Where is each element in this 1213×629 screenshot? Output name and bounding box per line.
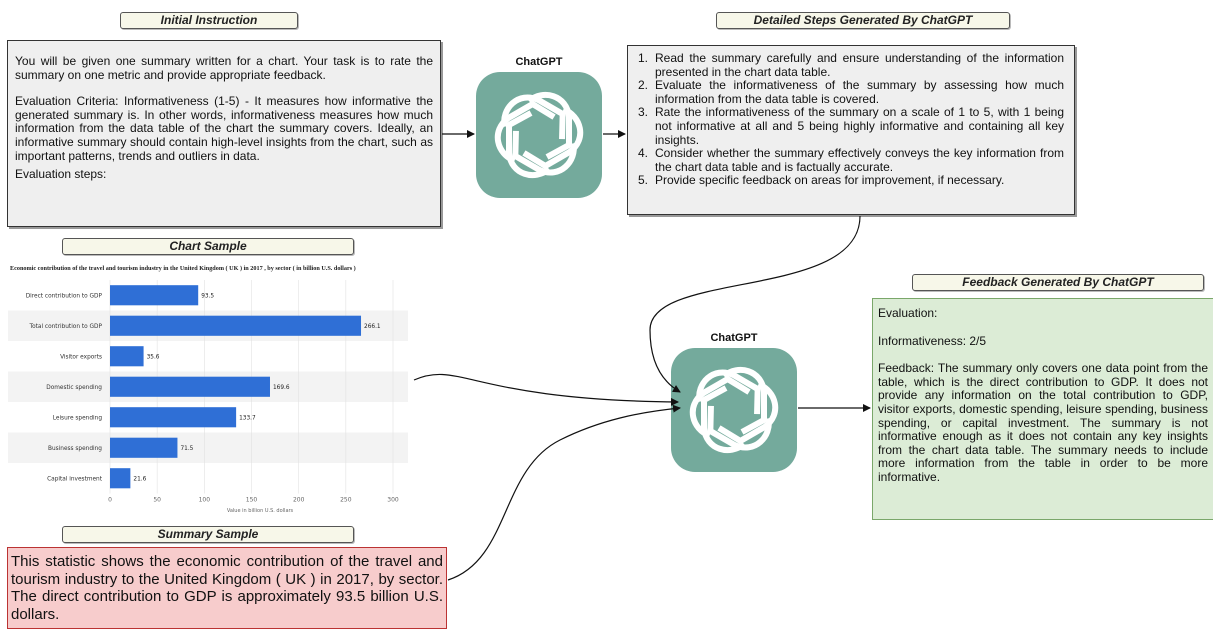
chart-x-axis-label: Value in billion U.S. dollars (227, 508, 294, 514)
value-label: 71.5 (180, 446, 193, 452)
step-item: 5. Provide specific feedback on areas for… (638, 174, 1064, 188)
category-label: Total contribution to GDP (29, 324, 103, 330)
x-tick-label: 0 (108, 497, 112, 504)
step-text: Rate the informativeness of the summary … (655, 105, 1064, 147)
row-band (8, 432, 408, 463)
value-label: 35.6 (147, 354, 160, 360)
step-item: 2. Evaluate the informativeness of the su… (638, 78, 1064, 106)
step-number: 5. (638, 173, 649, 188)
x-tick-label: 50 (153, 497, 161, 504)
step-text: Evaluate the informativeness of the summ… (655, 78, 1064, 106)
bar (110, 468, 131, 489)
arrow-chart-to-chatgpt (413, 373, 679, 406)
chart-sample-label: Chart Sample (62, 238, 354, 255)
feedback-score: Informativeness: 2/5 (878, 333, 987, 348)
category-label: Business spending (48, 446, 102, 452)
feedback-heading: Evaluation: (878, 306, 938, 320)
openai-icon (494, 91, 584, 179)
summary-sample-label: Summary Sample (62, 526, 354, 543)
chart-sample: Economic contribution of the travel and … (8, 262, 414, 518)
instruction-box: You will be given one summary written fo… (7, 40, 441, 227)
bar-chart: Economic contribution of the travel and … (8, 265, 408, 514)
step-number: 3. (638, 105, 649, 120)
chart-title: Economic contribution of the travel and … (10, 265, 356, 272)
value-label: 266.1 (364, 324, 381, 330)
category-label: Leisure spending (53, 415, 103, 421)
summary-text: This statistic shows the economic contri… (11, 553, 443, 623)
initial-instruction-label: Initial Instruction (120, 12, 298, 29)
category-label: Visitor exports (60, 354, 102, 360)
feedback-body: Feedback: The summary only covers one da… (878, 361, 1208, 484)
chart-value-labels: 93.5 266.1 35.6 169.6 133.7 71.5 21.6 (133, 293, 381, 482)
bar (110, 315, 362, 336)
step-text: Consider whether the summary effectively… (655, 146, 1064, 174)
instruction-criteria: Evaluation Criteria: Informativeness (1-… (15, 94, 433, 163)
bar (110, 407, 237, 428)
x-tick-label: 100 (199, 497, 211, 504)
value-label: 133.7 (239, 415, 256, 421)
bar (110, 437, 178, 458)
chart-tick-labels: 0 50 100 150 200 250 300 (108, 497, 399, 504)
step-item: 3. Rate the informativeness of the summar… (638, 106, 1064, 147)
x-tick-label: 200 (293, 497, 305, 504)
steps-list: 1. Read the summary carefully and ensure … (638, 51, 1064, 188)
chart-category-labels: Direct contribution to GDP Total contribu… (26, 293, 103, 482)
chatgpt-label-top: ChatGPT (515, 56, 563, 68)
step-text: Provide specific feedback on areas for i… (655, 173, 1005, 188)
step-number: 2. (638, 78, 649, 93)
category-label: Capital investment (47, 476, 103, 482)
step-number: 4. (638, 146, 649, 161)
arrow-summary-to-chatgpt (447, 404, 681, 581)
detailed-steps-label: Detailed Steps Generated By ChatGPT (716, 12, 1010, 29)
instruction-steps-heading: Evaluation steps: (15, 167, 107, 182)
bar (110, 346, 144, 367)
feedback-box: Evaluation: Informativeness: 2/5 Feedbac… (872, 298, 1213, 520)
summary-box: This statistic shows the economic contri… (7, 547, 447, 629)
x-tick-label: 300 (387, 497, 399, 504)
chatgpt-logo-bottom (671, 348, 797, 472)
chart-bars (110, 285, 362, 489)
bar (110, 376, 270, 397)
x-tick-label: 150 (246, 497, 258, 504)
instruction-intro: You will be given one summary written fo… (15, 54, 433, 82)
chatgpt-label-bottom: ChatGPT (710, 332, 758, 344)
category-label: Domestic spending (46, 385, 102, 391)
x-tick-label: 250 (340, 497, 352, 504)
step-item: 1. Read the summary carefully and ensure … (638, 51, 1064, 79)
value-label: 93.5 (201, 293, 214, 299)
category-label: Direct contribution to GDP (26, 293, 103, 299)
value-label: 169.6 (273, 385, 290, 391)
step-number: 1. (638, 51, 649, 65)
value-label: 21.6 (133, 476, 146, 482)
step-item: 4. Consider whether the summary effective… (638, 146, 1064, 174)
feedback-label: Feedback Generated By ChatGPT (912, 274, 1204, 291)
step-text: Read the summary carefully and ensure un… (655, 51, 1064, 79)
bar (110, 285, 199, 306)
chatgpt-logo-top (476, 72, 602, 198)
steps-box: 1. Read the summary carefully and ensure … (627, 45, 1075, 215)
openai-icon (689, 366, 779, 454)
